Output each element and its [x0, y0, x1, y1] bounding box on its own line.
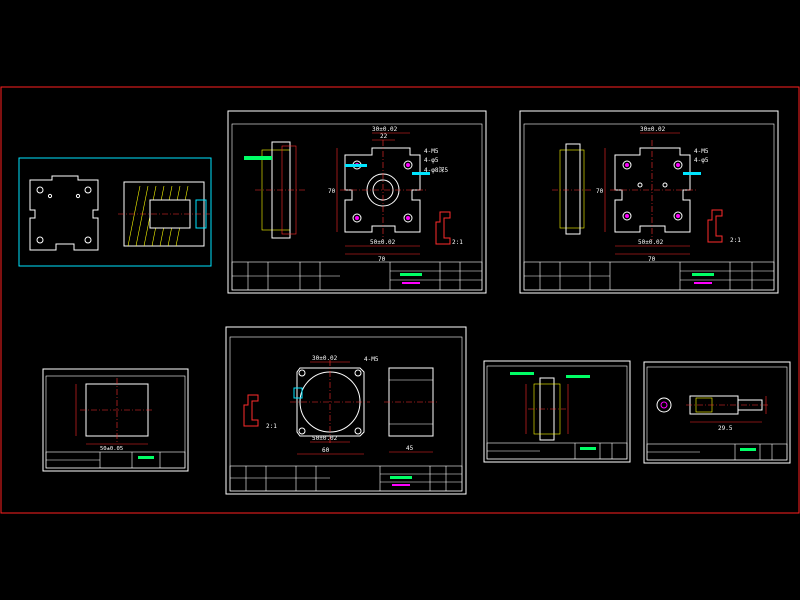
- sheet-f-view: [510, 372, 590, 441]
- overview-hole-mr: [75, 193, 81, 199]
- sheet-f-title-highlight: [580, 447, 596, 450]
- sheet-c-front-view: [604, 132, 701, 255]
- sheet-g-view: [656, 395, 768, 423]
- sheet-c-dim-70b: 70: [648, 256, 656, 263]
- sheet-d-title-block: [45, 451, 186, 469]
- sheet-b-front-view: [336, 132, 430, 255]
- sheet-c-title-block: [523, 261, 775, 291]
- overview-hole-bl: [36, 236, 44, 244]
- sheet-f-title-block: [486, 442, 628, 460]
- sheet-e-title-block: [229, 465, 463, 492]
- overview-view[interactable]: [18, 157, 212, 267]
- overview-border: [18, 157, 212, 267]
- sheet-g-title-highlight: [740, 448, 756, 451]
- sheet-b-dim-top: 30±0.02: [372, 126, 398, 133]
- sheet-g-border: [643, 361, 791, 464]
- overview-hole-ml: [47, 193, 53, 199]
- sheet-e-dim-bottom: 50±0.02: [312, 435, 338, 442]
- sheet-c-border: [519, 110, 779, 294]
- sheet-e-front-view: [290, 360, 370, 455]
- sheet-b[interactable]: 30±0.02 22 70 50±0.02 70 4-M5 4-φ5 4-φ8深…: [227, 110, 487, 294]
- sheet-f-inner: [486, 365, 628, 460]
- sheet-c[interactable]: 30±0.02 70 50±0.02 70 4-M5 4-φ5 2:1: [519, 110, 779, 294]
- sheet-d-title-highlight: [138, 456, 154, 459]
- sheet-b-dim-22: 22: [380, 133, 388, 140]
- sheet-f[interactable]: [483, 360, 631, 463]
- sheet-b-title-highlight: [400, 273, 422, 276]
- sheet-c-note-hole2: 4-φ5: [694, 157, 709, 164]
- sheet-e-note-hole: 4-M5: [364, 356, 379, 363]
- sheet-e-scale: 2:1: [266, 423, 277, 430]
- sheet-g-dim-len: 29.5: [718, 425, 733, 432]
- sheet-e[interactable]: 30±0.02 50±0.02 60 45 4-M5 2:1: [225, 326, 467, 495]
- sheet-b-note-hole1: 4-M5: [424, 148, 439, 155]
- sheet-b-scale: 2:1: [452, 239, 463, 246]
- sheet-b-title-magenta: [402, 282, 420, 284]
- sheet-b-dim-bottom: 50±0.02: [370, 239, 396, 246]
- sheet-c-side-view: [552, 143, 592, 235]
- sheet-e-dim-side: 45: [406, 445, 414, 452]
- overview-hole-br: [84, 236, 92, 244]
- sheet-c-detail: [707, 209, 723, 243]
- sheet-d-border: [42, 368, 189, 472]
- sheet-g[interactable]: 29.5: [643, 361, 791, 464]
- sheet-c-dim-70: 70: [596, 188, 604, 195]
- sheet-b-detail: [435, 211, 451, 245]
- sheet-b-note-hole2: 4-φ5: [424, 157, 439, 164]
- sheet-e-dim-outer: 60: [322, 447, 330, 454]
- sheet-d-inner: [45, 375, 186, 469]
- sheet-f-border: [483, 360, 631, 463]
- sheet-e-inner: [229, 336, 463, 492]
- sheet-c-title-highlight: [692, 273, 714, 276]
- sheet-e-title-highlight: [390, 476, 412, 479]
- sheet-b-title-block: [231, 261, 483, 291]
- sheet-c-inner: [523, 123, 775, 291]
- overview-plate-outline: [29, 175, 99, 251]
- sheet-d-dim-bottom: 50±0.05: [100, 446, 123, 452]
- overview-hole-tl: [36, 186, 44, 194]
- sheet-c-dim-bottom: 50±0.02: [638, 239, 664, 246]
- sheet-b-inner: [231, 123, 483, 291]
- sheet-e-side-view: [384, 367, 438, 453]
- overview-hole-tr: [84, 186, 92, 194]
- sheet-b-side-view: [244, 141, 305, 239]
- sheet-b-note-hole3: 4-φ8深5: [424, 166, 448, 174]
- sheet-c-dim-top: 30±0.02: [640, 126, 666, 133]
- sheet-b-dim-70: 70: [328, 188, 336, 195]
- sheet-b-dim-70b: 70: [378, 256, 386, 263]
- sheet-g-title-block: [646, 443, 788, 461]
- sheet-e-detail: [243, 394, 259, 427]
- sheet-e-border: [225, 326, 467, 495]
- sheet-c-note-hole1: 4-M5: [694, 148, 709, 155]
- sheet-d[interactable]: 50±0.05: [42, 368, 189, 472]
- sheet-b-border: [227, 110, 487, 294]
- sheet-c-scale: 2:1: [730, 237, 741, 244]
- sheet-e-dim-top: 30±0.02: [312, 355, 338, 362]
- outer-frame: [0, 86, 800, 514]
- sheet-e-title-magenta: [392, 484, 410, 486]
- sheet-c-title-magenta: [694, 282, 712, 284]
